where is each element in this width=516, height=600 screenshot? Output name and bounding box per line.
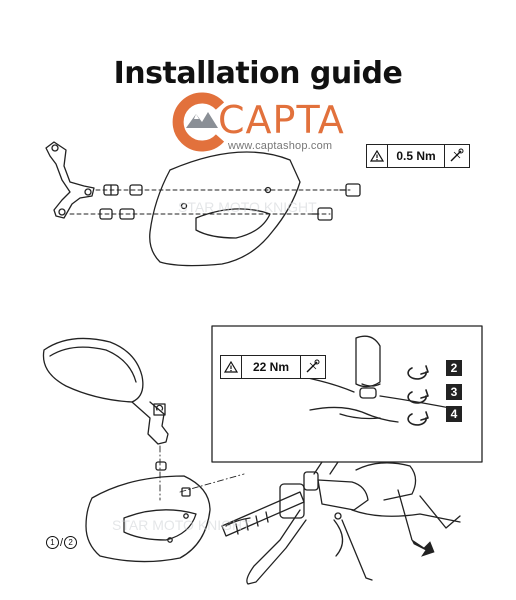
capta-logo: CAPTA www.captashop.com: [172, 92, 352, 154]
warning-icon: [367, 145, 388, 167]
torque-spec-box-bottom: 22 Nm: [220, 355, 326, 379]
handguard-assembled-drawing: [85, 461, 211, 563]
page-title: Installation guide: [113, 56, 403, 91]
torque-value: 0.5 Nm: [388, 145, 445, 167]
torque-wrench-icon: [301, 356, 323, 378]
direction-arrow-icon: [410, 538, 435, 557]
step-number-3: 3: [446, 384, 462, 400]
logo-brand-text: CAPTA: [218, 98, 345, 142]
step-number-2: 2: [446, 360, 462, 376]
logo-url: www.captashop.com: [228, 140, 333, 152]
torque-spec-box-top: 0.5 Nm: [366, 144, 470, 168]
detail-inset-drawing: [297, 335, 461, 426]
handguard-shell-drawing: [149, 151, 301, 267]
bottom-watermark: STAR MOTO KNIGHT: [112, 517, 251, 533]
torque-wrench-icon: [445, 145, 467, 167]
detail-inset-frame: [211, 325, 483, 475]
handlebar-drawing: [221, 462, 461, 585]
top-watermark: STAR MOTO KNIGHT: [178, 199, 317, 215]
mounting-bracket-drawing: [45, 141, 95, 219]
part-label-1: 1: [46, 536, 59, 549]
part-label-separator: /: [60, 536, 64, 549]
step-number-4: 4: [446, 406, 462, 422]
torque-value: 22 Nm: [242, 356, 301, 378]
part-label: 1 / 2: [46, 536, 78, 549]
alignment-lines: [69, 189, 351, 215]
spacer-bolt-parts: [99, 183, 361, 221]
part-label-2: 2: [64, 536, 78, 549]
mirror-drawing: [42, 337, 169, 445]
logo-c-mountain-icon: [172, 92, 225, 152]
warning-icon: [221, 356, 242, 378]
